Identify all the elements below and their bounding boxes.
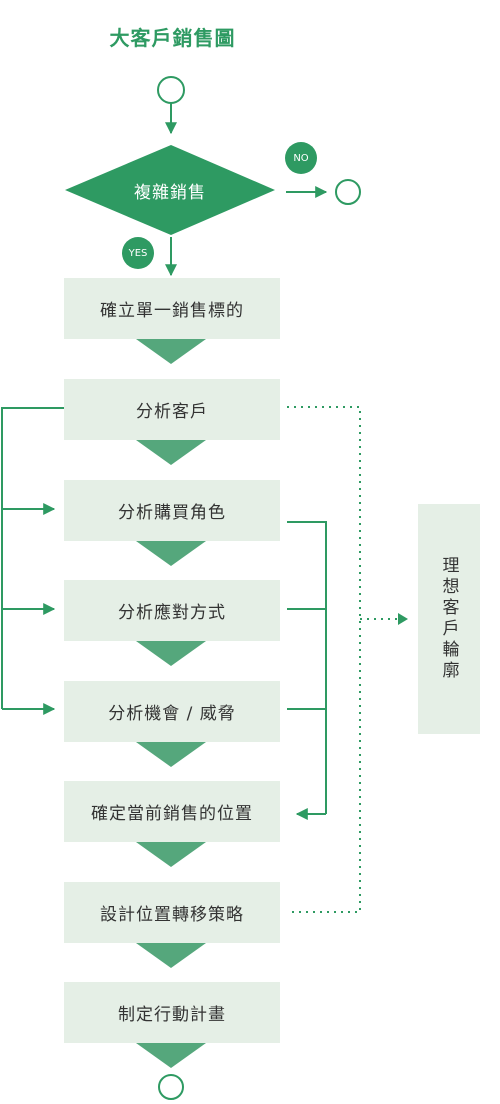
dotted-arrow-head [398,613,408,625]
diagram-title: 大客戶銷售圖 [109,26,236,50]
step-single-target: 確立單一銷售標的 [64,278,280,339]
step-buying-roles: 分析購買角色 [64,480,280,541]
chevron [136,541,206,566]
decision-label: 複雜銷售 [134,182,206,203]
chevron [136,1043,206,1068]
ideal-customer-profile-label: 理想客戶輪廓 [438,556,459,682]
ideal-customer-profile-box: 理想客戶輪廓 [418,504,480,734]
right-bracket [287,521,327,814]
step-opportunities-threats: 分析機會 / 威脅 [64,681,280,742]
dotted-bracket [287,406,361,913]
start-circle [157,76,185,104]
end-circle [158,1074,184,1100]
step-action-plan: 制定行動計畫 [64,982,280,1043]
no-end-circle [335,179,361,205]
step-analyze-customer: 分析客戶 [64,379,280,440]
decision-diamond [65,145,275,235]
chevron [136,440,206,465]
chevron [136,641,206,666]
step-response-methods: 分析應對方式 [64,580,280,641]
yes-badge: YES [122,237,154,269]
no-badge: NO [285,142,317,174]
chevron [136,742,206,767]
step-transition-strategy: 設計位置轉移策略 [64,882,280,943]
chevron [136,339,206,364]
chevron [136,943,206,968]
chevron [136,842,206,867]
left-bracket [1,407,64,709]
step-current-position: 確定當前銷售的位置 [64,781,280,842]
